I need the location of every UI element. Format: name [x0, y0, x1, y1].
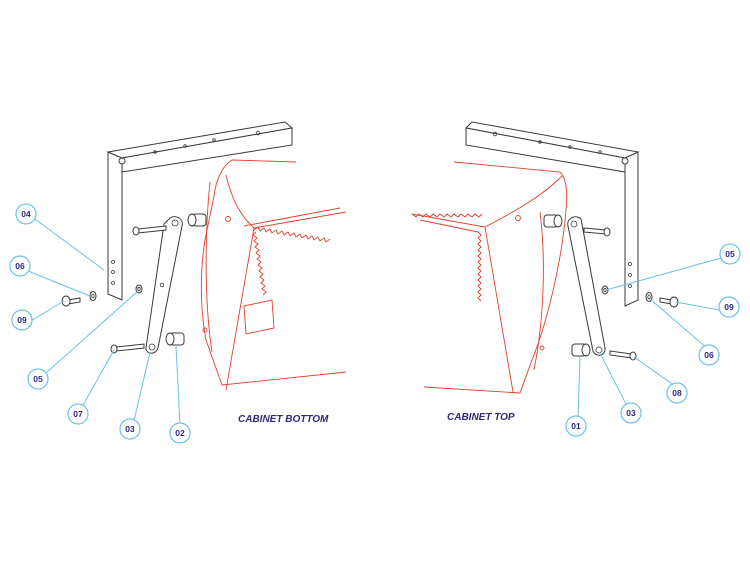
cabinet-bottom-outline — [200, 159, 347, 391]
callout-03-left: 03 — [119, 418, 141, 440]
spacer-right-bottom — [571, 343, 591, 357]
callout-09-right-text: 09 — [724, 302, 734, 312]
callout-02-text: 02 — [175, 428, 185, 438]
left-assembly — [61, 121, 347, 391]
callout-06-left: 06 — [9, 255, 31, 277]
pin-hole-left — [159, 282, 165, 288]
washer-right-05 — [601, 285, 609, 295]
callout-03-right-text: 03 — [626, 408, 636, 418]
callout-01: 01 — [565, 415, 587, 437]
callout-09-left-text: 09 — [17, 315, 27, 325]
bolt-left-short — [61, 295, 81, 307]
u-bracket-right — [464, 121, 640, 307]
right-assembly — [411, 121, 679, 394]
leader-lines — [27, 218, 722, 426]
bolt-right-top — [583, 227, 611, 237]
u-bracket-left — [106, 121, 294, 301]
callout-05-left-text: 05 — [33, 374, 43, 384]
callout-06-right-text: 06 — [704, 350, 714, 360]
cabinet-top-label: CABINET TOP — [447, 412, 515, 423]
callout-08: 08 — [666, 382, 688, 404]
callout-04: 04 — [15, 203, 37, 225]
spacer-left-top — [187, 213, 207, 227]
cabinet-bottom-label: CABINET BOTTOM — [238, 414, 329, 425]
callout-01-text: 01 — [571, 421, 581, 431]
washer-left-06 — [89, 291, 97, 301]
callout-03-right: 03 — [620, 402, 642, 424]
callout-03-left-text: 03 — [125, 424, 135, 434]
bolt-left-bottom — [110, 343, 145, 354]
callout-04-text: 04 — [21, 209, 31, 219]
bolt-left-top — [132, 225, 167, 236]
callout-02: 02 — [169, 422, 191, 444]
callout-06-right: 06 — [698, 344, 720, 366]
bolt-right-short — [659, 296, 679, 308]
spacer-left-bottom — [165, 332, 185, 346]
callout-09-left: 09 — [11, 309, 33, 331]
callout-06-left-text: 06 — [15, 261, 25, 271]
callout-05-right: 05 — [719, 243, 741, 265]
callout-05-right-text: 05 — [725, 249, 735, 259]
cabinet-top-outline — [411, 161, 568, 394]
callout-05-left: 05 — [27, 368, 49, 390]
callout-08-text: 08 — [672, 388, 682, 398]
callout-07: 07 — [67, 403, 89, 425]
link-bar-right — [567, 216, 606, 356]
spacer-right-top — [543, 214, 563, 228]
bolt-right-bottom — [609, 350, 637, 361]
callout-07-text: 07 — [73, 409, 83, 419]
callout-09-right: 09 — [718, 296, 740, 318]
